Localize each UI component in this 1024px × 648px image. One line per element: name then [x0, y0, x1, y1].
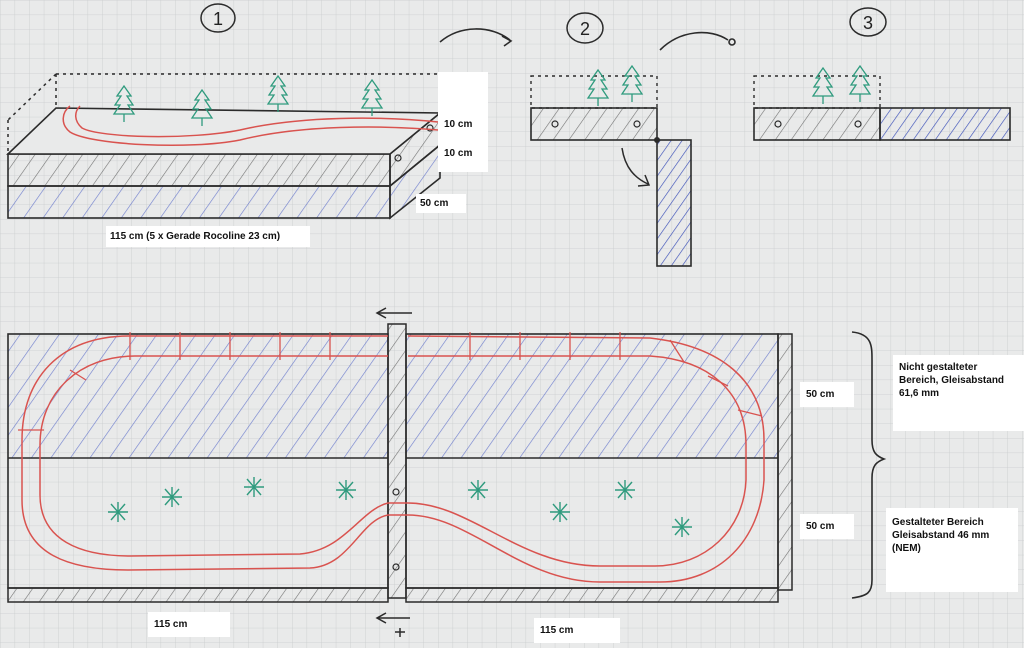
- module-3d-sketch: [6, 73, 443, 220]
- step-markers: 1 2 3: [200, 3, 887, 44]
- upper-zone-note: Nicht gestalteter Bereich, Gleisabstand …: [893, 355, 1024, 431]
- upper-zone-note-line-2: Bereich, Gleisabstand: [899, 375, 1005, 386]
- step-3-sketch: [753, 65, 1011, 141]
- plan-depth-lower-label: 50 cm: [800, 514, 854, 539]
- height-labels-box: 10 cm 10 cm: [438, 72, 488, 172]
- height-top-label: 10 cm: [444, 119, 473, 130]
- lower-zone-note: Gestalteter Bereich Gleisabstand 46 mm (…: [886, 508, 1018, 592]
- depth-label: 50 cm: [416, 194, 466, 213]
- lower-zone-note-line-1: Gestalteter Bereich: [892, 517, 984, 528]
- upper-zone-note-line-3: 61,6 mm: [899, 388, 940, 399]
- plan-length-left-label: 115 cm: [148, 612, 230, 637]
- plan-length-right-label: 115 cm: [534, 618, 620, 643]
- step-2-number: 2: [580, 19, 590, 39]
- lower-zone-note-line-3: (NEM): [892, 543, 921, 554]
- plan-view: [7, 307, 887, 637]
- plan-depth-upper-label: 50 cm: [800, 382, 854, 407]
- height-bottom-label: 10 cm: [444, 148, 473, 159]
- step-2-sketch: [530, 65, 692, 267]
- upper-zone-note-line-1: Nicht gestalteter: [899, 362, 978, 373]
- step-arrows: [439, 28, 736, 51]
- step-1-number: 1: [213, 9, 223, 29]
- length-note-label: 115 cm (5 x Gerade Rocoline 23 cm): [106, 226, 310, 247]
- lower-zone-note-line-2: Gleisabstand 46 mm: [892, 530, 990, 541]
- step-3-number: 3: [863, 13, 873, 33]
